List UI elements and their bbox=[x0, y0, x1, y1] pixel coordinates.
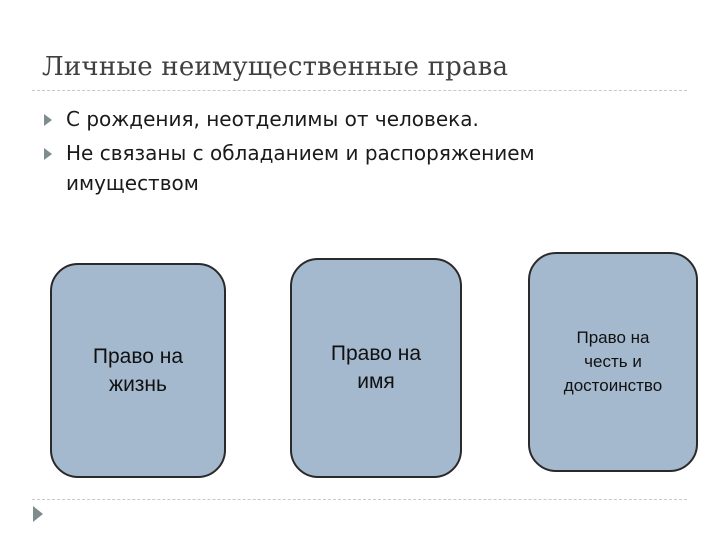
bullet-item: Не связаны с обладанием и распоряжением … bbox=[42, 138, 662, 198]
bullet-item: С рождения, неотделимы от человека. bbox=[42, 104, 662, 134]
card-label: Право на имя bbox=[330, 342, 422, 393]
next-slide-arrow-icon[interactable] bbox=[33, 506, 43, 522]
slide-title: Личные неимущественные права bbox=[42, 52, 509, 82]
card-right-to-honor-dignity: Право на честь и достоинство bbox=[528, 252, 698, 472]
card-label: Право на жизнь bbox=[92, 344, 184, 396]
title-divider bbox=[32, 90, 687, 91]
footer-divider bbox=[32, 499, 687, 500]
triangle-right-icon bbox=[44, 114, 52, 126]
bullet-text: С рождения, неотделимы от человека. bbox=[66, 107, 479, 131]
bullet-text: Не связаны с обладанием и распоряжением … bbox=[66, 141, 535, 195]
card-label: Право на честь и достоинство bbox=[563, 328, 663, 395]
bullet-list: С рождения, неотделимы от человека. Не с… bbox=[42, 104, 662, 202]
card-right-to-name: Право на имя bbox=[290, 258, 462, 478]
triangle-right-icon bbox=[44, 148, 52, 160]
card-right-to-life: Право на жизнь bbox=[50, 263, 226, 478]
